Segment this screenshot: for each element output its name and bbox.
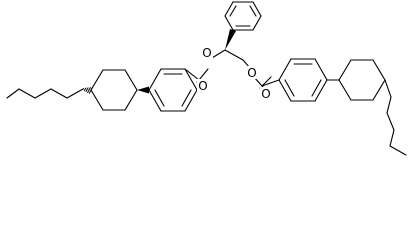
svg-text:O: O <box>202 46 211 60</box>
left-pentyl-chain <box>6 88 84 99</box>
left-stereo-wedge-bond <box>137 86 149 94</box>
atom-label-ester1-ether-o: O <box>201 46 213 60</box>
svg-text:O: O <box>247 66 256 80</box>
chemical-structure-diagram: O O O O <box>6 1 407 156</box>
phenyl-ring <box>224 1 262 31</box>
right-cyclohexane-ring <box>326 59 386 101</box>
atom-label-ester1-carbonyl-o: O <box>197 79 209 93</box>
atom-label-ester2-carbonyl-o: O <box>260 87 272 101</box>
left-benzene-ring <box>148 68 198 112</box>
svg-text:O: O <box>261 87 270 101</box>
left-cyclohexane-ring <box>90 69 138 111</box>
atom-label-ester2-ether-o: O <box>246 66 258 80</box>
chiral-methylene-bond <box>224 49 244 61</box>
phenyl-stereo-wedge-bond <box>225 29 236 50</box>
right-benzene-ring <box>278 58 328 102</box>
right-pentyl-chain <box>384 79 407 156</box>
svg-text:O: O <box>198 79 207 93</box>
